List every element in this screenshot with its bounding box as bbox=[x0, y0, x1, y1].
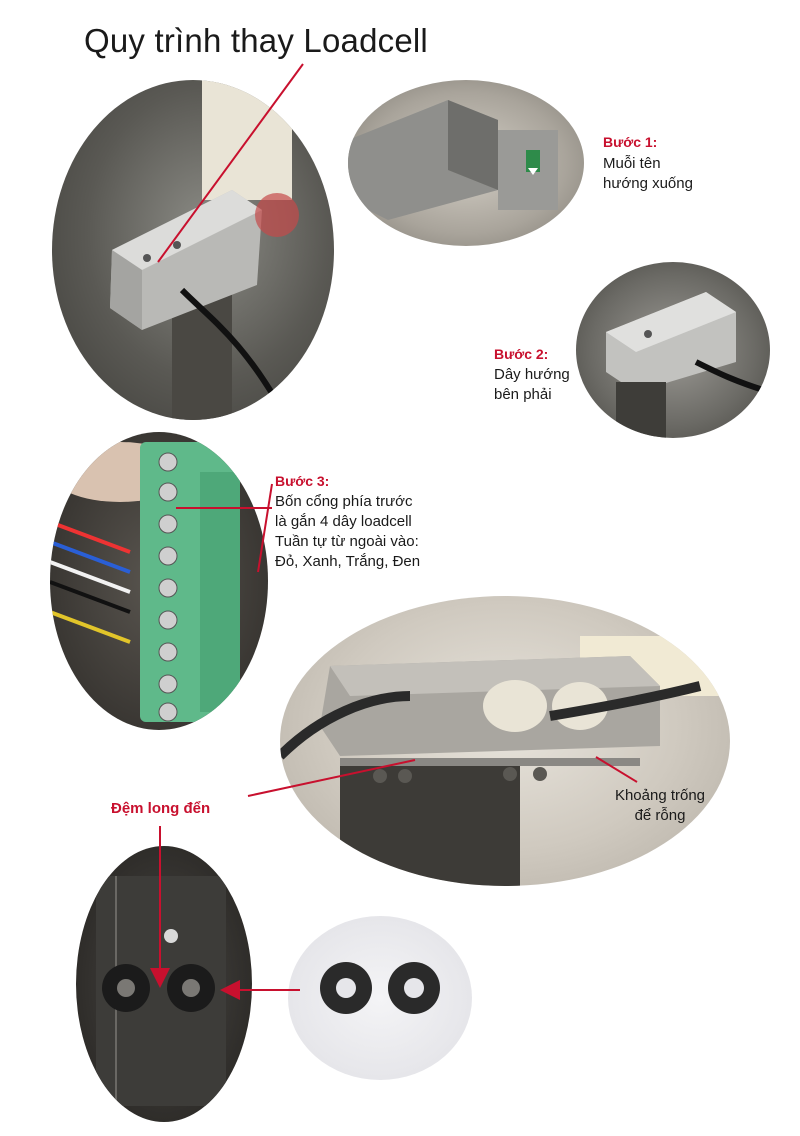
washer-mounted-photo bbox=[76, 846, 252, 1122]
step3-line-3: Tuần tự từ ngoài vào: bbox=[275, 533, 419, 550]
wire-right-photo bbox=[576, 262, 770, 438]
step2-line-1: Dây hướng bbox=[494, 366, 570, 383]
step1-title: Bước 1: bbox=[603, 134, 658, 150]
step2-title: Bước 2: bbox=[494, 346, 549, 362]
gap-label: Khoảng trống để rỗng bbox=[610, 786, 710, 826]
step3-body: Bốn cổng phía trước là gắn 4 dây loadcel… bbox=[275, 492, 420, 572]
loadcell-gap-illustration bbox=[280, 636, 730, 886]
step2-line-2: bên phải bbox=[494, 386, 552, 403]
washers-loose-photo bbox=[288, 916, 472, 1080]
step3-title: Bước 3: bbox=[275, 473, 330, 489]
loadcell-mounted-illustration bbox=[110, 80, 299, 420]
arrow-down-illustration bbox=[348, 100, 558, 220]
wire-right-illustration bbox=[606, 292, 770, 438]
step3-line-2: là gắn 4 dây loadcell bbox=[275, 513, 412, 530]
step2-body: Dây hướng bên phải bbox=[494, 365, 570, 405]
loadcell-mounted-photo bbox=[52, 80, 334, 420]
step1-line-2: hướng xuống bbox=[603, 175, 693, 192]
terminal-block-illustration bbox=[50, 442, 240, 722]
step1-line-1: Muỗi tên bbox=[603, 155, 661, 172]
step3-line-1: Bốn cổng phía trước bbox=[275, 493, 413, 510]
step1-body: Muỗi tên hướng xuống bbox=[603, 154, 693, 194]
washers-loose-illustration bbox=[320, 962, 440, 1014]
washer-mounted-illustration bbox=[96, 876, 226, 1106]
gap-label-line-1: Khoảng trống bbox=[614, 787, 706, 804]
step3-line-4: Đỏ, Xanh, Trắng, Đen bbox=[275, 553, 421, 570]
washer-label: Đệm long đển bbox=[111, 800, 211, 817]
terminal-block-photo bbox=[50, 432, 268, 730]
page-title: Quy trình thay Loadcell bbox=[84, 22, 428, 59]
gap-label-line-2: để rỗng bbox=[634, 807, 686, 824]
loadcell-gap-photo bbox=[280, 596, 730, 886]
arrow-down-photo bbox=[348, 80, 584, 246]
